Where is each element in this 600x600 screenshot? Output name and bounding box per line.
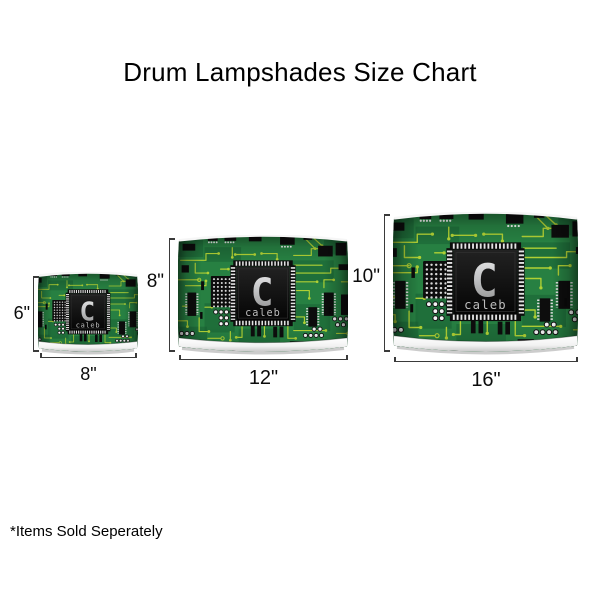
lampshade-medium — [178, 234, 348, 358]
lampshade-graphic — [38, 271, 138, 355]
width-label-small: 8" — [80, 364, 97, 384]
width-label-large: 16" — [471, 369, 501, 391]
height-label-medium: 8" — [146, 271, 164, 292]
width-dimension-small — [40, 353, 137, 358]
height-label-large: 10" — [352, 266, 380, 287]
footnote: *Items Sold Seperately — [10, 523, 163, 540]
height-dimension-small — [33, 276, 39, 352]
page-title: Drum Lampshades Size Chart — [123, 57, 477, 87]
lampshade-small — [38, 271, 138, 358]
width-dimension-large — [394, 357, 578, 362]
lampshade-graphic — [393, 211, 578, 355]
height-label-small: 6" — [13, 303, 30, 323]
lampshade-large — [393, 211, 578, 358]
height-dimension-large — [384, 214, 390, 352]
width-label-medium: 12" — [248, 367, 279, 389]
width-dimension-medium — [179, 355, 348, 360]
lampshade-graphic — [178, 234, 348, 355]
height-dimension-medium — [169, 238, 175, 352]
